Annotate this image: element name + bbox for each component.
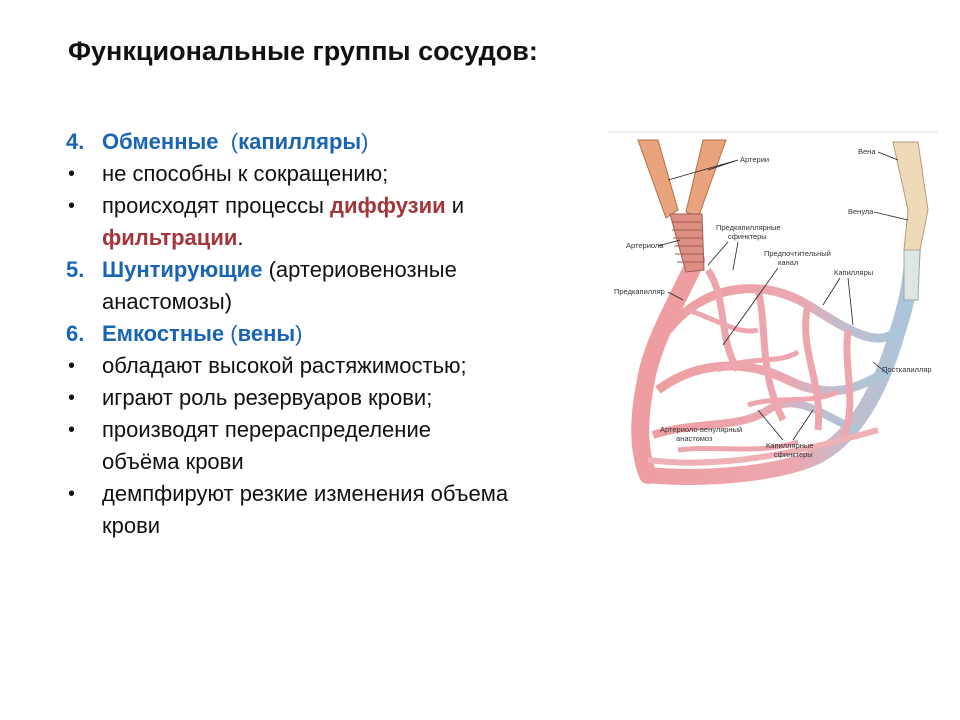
pointer [722,267,779,346]
vein [892,141,929,251]
label-cap-sphincters: сфинктеры [774,450,813,459]
label-precap-sphincters: Предкапиллярные [716,223,781,232]
bullet-item: • играют роль резервуаров крови; [66,382,606,414]
group-description: анастомозы) [102,289,233,314]
group-number: 5. [66,257,85,282]
capillary-loop [664,284,902,343]
capillary-branch [705,268,854,442]
bullet-item: • демпфируют резкие изменения объема кро… [66,478,606,542]
bullet-marker: • [68,419,76,441]
label-cap-sphincters: Капиллярные [766,441,813,450]
pointer [657,239,681,247]
pointer [667,159,739,181]
label-av-anastomosis: анастомоз [676,434,713,443]
pointer [757,409,814,441]
group-shunting: 5. Шунтирующие (артериовенозные анастомо… [66,254,606,318]
group-description: (артериовенозные [268,257,457,282]
vessel-groups-list: 4. Обменные (капилляры) • не способны к … [66,126,606,542]
bullet-marker: • [68,483,76,505]
bullet-text: демпфируют резкие изменения объема [102,481,509,506]
pointer [873,211,909,221]
av-anastomosis [647,427,879,466]
artery-left [637,139,679,219]
bullet-text: крови [102,513,161,538]
bullet-marker: • [68,387,76,409]
label-capillaries: Капилляры [834,268,873,277]
group-number: 4. [66,129,85,154]
bullet-item: • не способны к сокращению; [66,158,606,190]
label-postcapillary: Посткапилляр [882,365,932,374]
paren-open: ( [230,129,239,154]
bullet-text: и [445,193,465,218]
pointer [667,291,684,301]
pointer [877,151,899,161]
pointer [707,241,739,271]
label-av-anastomosis: Артериоло-венулярный [660,425,742,434]
bullet-text: объёма крови [102,449,244,474]
group-paren-text: вены [237,321,296,346]
term-diffusion: диффузии [330,193,446,218]
label-venula: Венула [848,207,874,216]
label-arteriola: Артериола [626,241,664,250]
arteriole-rings [672,221,704,263]
bullet-text: не способны к сокращению; [102,161,389,186]
bullet-text: . [237,225,244,250]
artery-right [685,139,727,219]
venule [903,249,921,301]
group-name: Емкостные [102,321,225,346]
group-name: Обменные [102,129,219,154]
bullet-item: • происходят процессы диффузии и фильтра… [66,190,606,254]
group-name: Шунтирующие [102,257,263,282]
pointer [822,277,854,326]
bullet-marker: • [68,355,76,377]
bullet-text: производят перераспределение [102,417,431,442]
slide-title: Функциональные группы сосудов: [68,36,538,66]
label-preferential: Предпочтительный [764,249,831,258]
pointer [872,361,889,375]
bullet-text: обладают высокой растяжимостью; [102,353,467,378]
arterial-trunk [631,251,705,484]
label-precap-sphincters: сфинктеры [728,232,767,241]
group-number: 6. [66,321,85,346]
paren-open: ( [230,321,238,346]
microcirculation-diagram: Артерии Вена Венула Артериола Предкапилл… [608,131,938,485]
bullet-text: происходят процессы [102,193,331,218]
bullet-text: играют роль резервуаров крови; [102,385,433,410]
label-preferential: канал [778,258,798,267]
bullet-marker: • [68,195,76,217]
bullet-marker: • [68,163,76,185]
term-filtration: фильтрации [102,225,238,250]
paren-close: ) [361,129,369,154]
group-capacitance: 6. Емкостные (вены) [66,318,606,350]
label-vena: Вена [858,147,876,156]
capillary-loop [655,361,891,396]
bullet-item: • обладают высокой растяжимостью; [66,350,606,382]
bullet-item: • производят перераспределение объёма кр… [66,414,606,478]
label-precapillary: Предкапилляр [614,287,665,296]
label-arterii: Артерии [740,155,769,164]
paren-close: ) [295,321,303,346]
capillary-loop [651,399,860,439]
group-exchange: 4. Обменные (капилляры) [66,126,606,158]
arteriole [669,213,705,273]
capillary-mesh [677,307,839,453]
group-paren-text: капилляры [238,129,362,154]
